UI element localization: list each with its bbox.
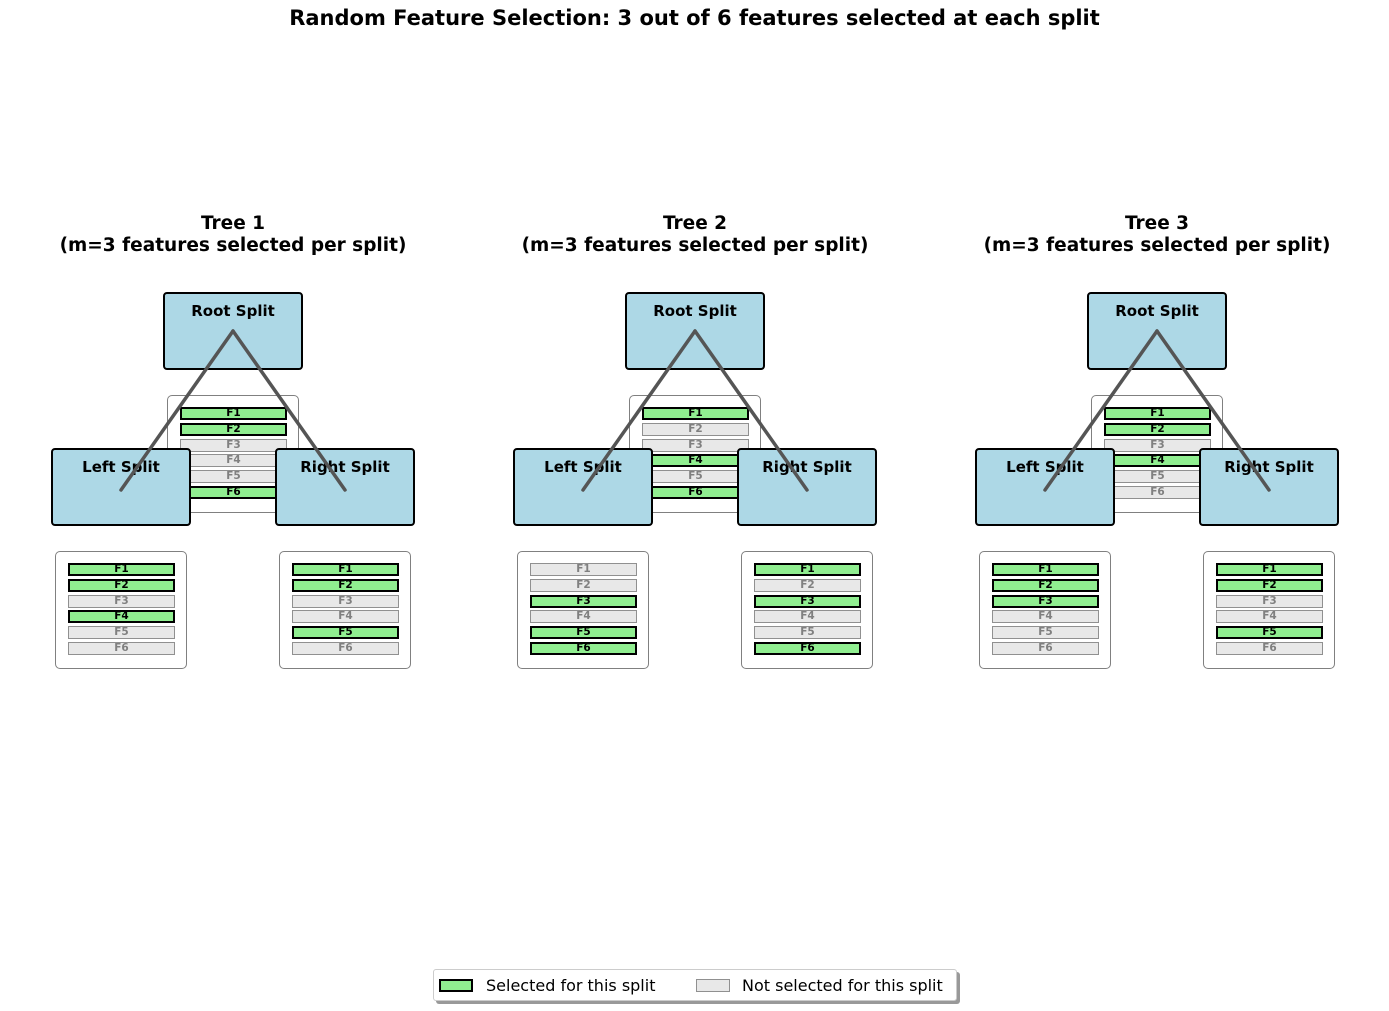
feature-f1-selected: F1 — [992, 563, 1099, 576]
right-split-label: Right Split — [1224, 458, 1314, 476]
feature-f3-unselected: F3 — [292, 594, 399, 608]
feature-f3-selected: F3 — [754, 594, 861, 608]
feature-f1-selected: F1 — [292, 563, 399, 576]
feature-f3-unselected: F3 — [1104, 438, 1211, 452]
left-split-label: Left Split — [1006, 458, 1084, 476]
feature-f3-selected: F3 — [992, 594, 1099, 608]
feature-f1-unselected: F1 — [530, 563, 637, 576]
root-split-label: Root Split — [653, 302, 737, 320]
tree-subtitle: (m=3 features selected per split) — [983, 235, 1331, 256]
feature-f6-unselected: F6 — [68, 642, 175, 655]
feature-f5-selected: F5 — [530, 626, 637, 640]
tree-subtitle: (m=3 features selected per split) — [59, 235, 407, 256]
feature-f4-unselected: F4 — [754, 610, 861, 624]
legend-unselected-label: Not selected for this split — [742, 976, 943, 995]
diagram-title: Random Feature Selection: 3 out of 6 fea… — [289, 6, 1100, 30]
tree-title: Tree 3(m=3 features selected per split) — [957, 213, 1357, 257]
feature-f2-selected: F2 — [1104, 422, 1211, 436]
right-split-node: Right Split — [1199, 448, 1339, 526]
legend-selected-swatch — [439, 979, 473, 992]
feature-f6-unselected: F6 — [1216, 642, 1323, 655]
legend-unselected-swatch — [696, 979, 730, 992]
feature-f3-unselected: F3 — [1216, 594, 1323, 608]
feature-f6-selected: F6 — [754, 642, 861, 655]
feature-f5-unselected: F5 — [754, 626, 861, 640]
tree-title: Tree 1(m=3 features selected per split) — [33, 213, 433, 257]
feature-f6-selected: F6 — [530, 642, 637, 655]
feature-f4-unselected: F4 — [1216, 610, 1323, 624]
feature-f1-selected: F1 — [68, 563, 175, 576]
feature-f4-unselected: F4 — [530, 610, 637, 624]
root-split-label: Root Split — [1115, 302, 1199, 320]
tree-name: Tree 3 — [1124, 213, 1190, 234]
root-split-node: Root Split — [1087, 292, 1227, 370]
feature-f1-selected: F1 — [1216, 563, 1323, 576]
feature-f5-selected: F5 — [292, 626, 399, 640]
feature-f2-unselected: F2 — [754, 578, 861, 592]
feature-f6-unselected: F6 — [992, 642, 1099, 655]
feature-f2-selected: F2 — [1216, 578, 1323, 592]
feature-f5-unselected: F5 — [68, 626, 175, 640]
feature-f4-selected: F4 — [68, 610, 175, 624]
feature-f3-selected: F3 — [530, 594, 637, 608]
feature-f4-selected: F4 — [1104, 454, 1211, 468]
legend: Selected for this split Not selected for… — [433, 969, 957, 1001]
feature-f3-unselected: F3 — [68, 594, 175, 608]
tree-name: Tree 1 — [200, 213, 266, 234]
root-split-label: Root Split — [191, 302, 275, 320]
feature-f4-unselected: F4 — [992, 610, 1099, 624]
feature-f5-selected: F5 — [1216, 626, 1323, 640]
tree-name: Tree 2 — [662, 213, 728, 234]
feature-f1-selected: F1 — [1104, 407, 1211, 420]
feature-f2-selected: F2 — [992, 578, 1099, 592]
feature-f2-selected: F2 — [292, 578, 399, 592]
feature-f4-unselected: F4 — [292, 610, 399, 624]
feature-f1-selected: F1 — [754, 563, 861, 576]
feature-f6-unselected: F6 — [292, 642, 399, 655]
tree-subtitle: (m=3 features selected per split) — [521, 235, 869, 256]
feature-f5-unselected: F5 — [992, 626, 1099, 640]
feature-f2-unselected: F2 — [530, 578, 637, 592]
feature-f2-selected: F2 — [68, 578, 175, 592]
feature-f5-unselected: F5 — [1104, 470, 1211, 484]
feature-f6-unselected: F6 — [1104, 486, 1211, 499]
left-split-node: Left Split — [975, 448, 1115, 526]
legend-selected-label: Selected for this split — [486, 976, 656, 995]
tree-title: Tree 2(m=3 features selected per split) — [495, 213, 895, 257]
